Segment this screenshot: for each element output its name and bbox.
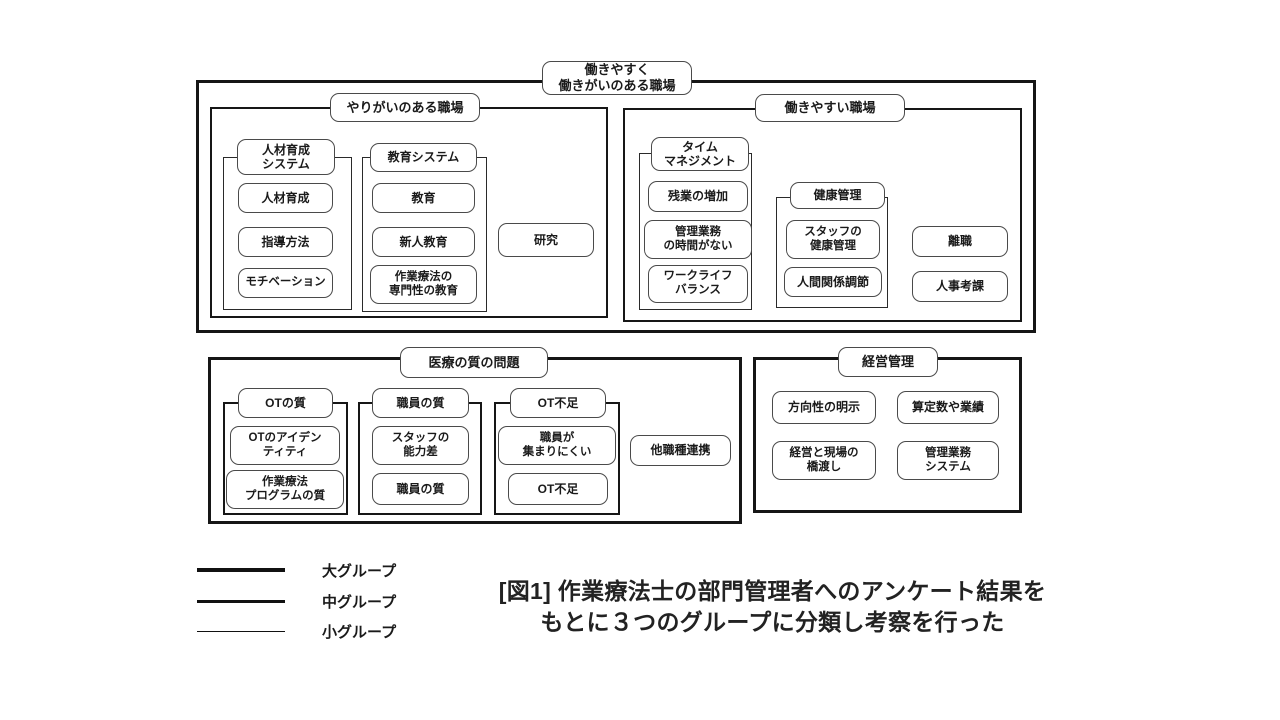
small-group-label-kyoiku: 教育システム (370, 143, 477, 172)
large-group-label-iryo: 医療の質の問題 (400, 347, 548, 378)
item-box-program-quality: 作業療法 プログラムの質 (226, 470, 344, 509)
medium-group-label-hatarakiyasui: 働きやすい職場 (755, 94, 905, 122)
item-box-jinji-koka: 人事考課 (912, 271, 1008, 302)
legend-label-small-group: 小グループ (322, 624, 397, 641)
item-box-santeisu-gyoseki: 算定数や業績 (897, 391, 999, 424)
small-group-label-time-management: タイム マネジメント (651, 137, 749, 171)
item-box-ot-identity: OTのアイデン ティティ (230, 426, 340, 465)
item-box-ot-fusoku: OT不足 (508, 473, 608, 505)
item-box-kenkyu: 研究 (498, 223, 594, 257)
item-box-ningen-kankei: 人間関係調節 (784, 267, 882, 297)
item-box-staff-noryokusa: スタッフの 能力差 (372, 426, 469, 465)
medium-group-label-ot-fusoku: OT不足 (510, 388, 606, 418)
item-box-motivation: モチベーション (238, 268, 333, 298)
item-box-worklife-balance: ワークライフ バランス (648, 265, 748, 303)
figure-caption: [図1] 作業療法士の部門管理者へのアンケート結果を もとに３つのグループに分類… (498, 578, 1047, 635)
large-group-box-keiei (753, 357, 1022, 513)
large-group-label-keiei: 経営管理 (838, 347, 938, 377)
legend-label-medium-group: 中グループ (322, 594, 397, 611)
item-box-senmonsei-kyoiku: 作業療法の 専門性の教育 (370, 265, 477, 304)
small-group-label-jinzai: 人材育成 システム (237, 139, 335, 175)
legend-line-small-group (197, 631, 285, 632)
item-box-keiei-hashiwatashi: 経営と現場の 橋渡し (772, 441, 876, 480)
item-box-rishoku: 離職 (912, 226, 1008, 257)
small-group-label-kenko-kanri: 健康管理 (790, 182, 885, 209)
medium-group-label-shokuin-quality: 職員の質 (372, 388, 469, 418)
item-box-hokosei-meiji: 方向性の明示 (772, 391, 876, 424)
item-box-jinzai-ikusei: 人材育成 (238, 183, 333, 213)
medium-group-label-ot-quality: OTの質 (238, 388, 333, 418)
legend-label-large-group: 大グループ (322, 563, 397, 580)
item-box-kanri-gyomu-jikan: 管理業務 の時間がない (644, 220, 752, 259)
item-box-shinjin-kyoiku: 新人教育 (372, 227, 475, 257)
item-box-kanri-gyomu-system: 管理業務 システム (897, 441, 999, 480)
item-box-staff-kenko: スタッフの 健康管理 (786, 220, 880, 259)
item-box-zangyo: 残業の増加 (648, 181, 748, 212)
large-group-label-combined-workplace: 働きやすく 働きがいのある職場 (542, 61, 692, 95)
item-box-tashokushu-renkei: 他職種連携 (630, 435, 731, 466)
item-box-shokuin-shitsu: 職員の質 (372, 473, 469, 505)
legend-line-large-group (197, 568, 285, 572)
item-box-kyoiku: 教育 (372, 183, 475, 213)
item-box-shokuin-atsumarinikui: 職員が 集まりにくい (498, 426, 616, 465)
item-box-shido-hoho: 指導方法 (238, 227, 333, 257)
legend-line-medium-group (197, 600, 285, 603)
medium-group-label-yarigai: やりがいのある職場 (330, 93, 480, 122)
